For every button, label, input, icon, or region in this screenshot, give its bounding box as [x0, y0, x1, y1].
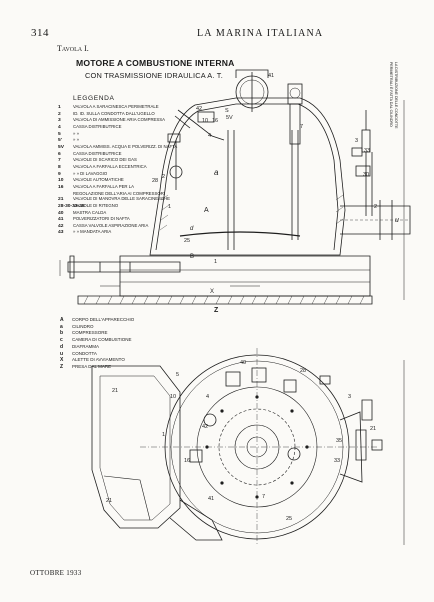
label-b4: 4: [206, 394, 209, 400]
label-b21c: 21: [370, 426, 376, 432]
label-A: A: [204, 207, 209, 214]
drawing-labels: 41 42 10 16 S 5V 3 33 30 28 2 1 4 7 25 2…: [106, 73, 399, 522]
label-b7: 7: [262, 494, 265, 500]
legend-item: 9» » DI LAVAGGIO: [58, 170, 108, 177]
label-b10: 10: [170, 394, 176, 400]
label-b25: 25: [286, 516, 292, 522]
label-30: 30: [363, 172, 369, 178]
label-33: 33: [364, 148, 370, 154]
plate-number: Tavola I.: [57, 44, 89, 53]
label-5v: 5V: [226, 115, 233, 121]
label-25: 25: [184, 238, 190, 244]
label-3: 3: [355, 138, 358, 144]
plate-title: MOTORE A COMBUSTIONE INTERNA: [76, 58, 235, 68]
label-b40: 40: [240, 360, 246, 366]
label-16: 16: [212, 118, 218, 124]
label-1: 1: [168, 204, 171, 210]
label-b1: 1: [162, 432, 165, 438]
label-4: 4: [208, 133, 211, 139]
label-b42: 42: [202, 424, 208, 430]
label-u: u: [395, 217, 399, 224]
label-28: 28: [152, 178, 158, 184]
label-b21: 21: [112, 388, 118, 394]
legend-item: 5» »: [58, 130, 79, 137]
label-a: a: [214, 168, 219, 177]
label-b28: 28: [300, 368, 306, 374]
legend-item: 5'» »: [58, 137, 79, 144]
legend-item: REGOLAZIONE DELL'ARIA AI COMPRESSORI: [73, 190, 166, 196]
label-s: S: [225, 108, 229, 114]
footer-date: OTTOBRE 1933: [30, 569, 82, 577]
label-2b: 2: [374, 204, 377, 210]
label-b21b: 21: [106, 498, 112, 504]
label-B: B: [190, 254, 194, 260]
legend-title: LEGGENDA: [73, 95, 115, 102]
label-b3: 3: [348, 394, 351, 400]
label-b35: 35: [336, 438, 342, 444]
label-Z: Z: [214, 307, 219, 314]
running-title: LA MARINA ITALIANA: [197, 28, 324, 39]
legend-item: 28-30-33-35VALVOLE DI RITEGNO: [58, 202, 119, 209]
label-b41: 41: [208, 496, 214, 502]
label-7: 7: [300, 124, 303, 130]
label-42: 42: [196, 106, 202, 112]
label-1b: 1: [214, 259, 217, 265]
page-number: 314: [31, 27, 49, 39]
side-note: LA DISTRIBUZIONE DELLE CONDOTTE PERIMETR…: [389, 62, 398, 129]
label-b16: 16: [184, 458, 190, 464]
plate-subtitle: CON TRASMISSIONE IDRAULICA A. T.: [85, 71, 223, 80]
label-10: 10: [202, 118, 208, 124]
label-41: 41: [268, 73, 274, 79]
label-X: X: [210, 289, 214, 295]
label-d: d: [190, 226, 194, 232]
label-b33: 33: [334, 458, 340, 464]
label-2: 2: [162, 174, 165, 180]
label-b5: 5: [176, 372, 179, 378]
legend-item: 43» » MANDATA ARIA: [58, 229, 112, 236]
